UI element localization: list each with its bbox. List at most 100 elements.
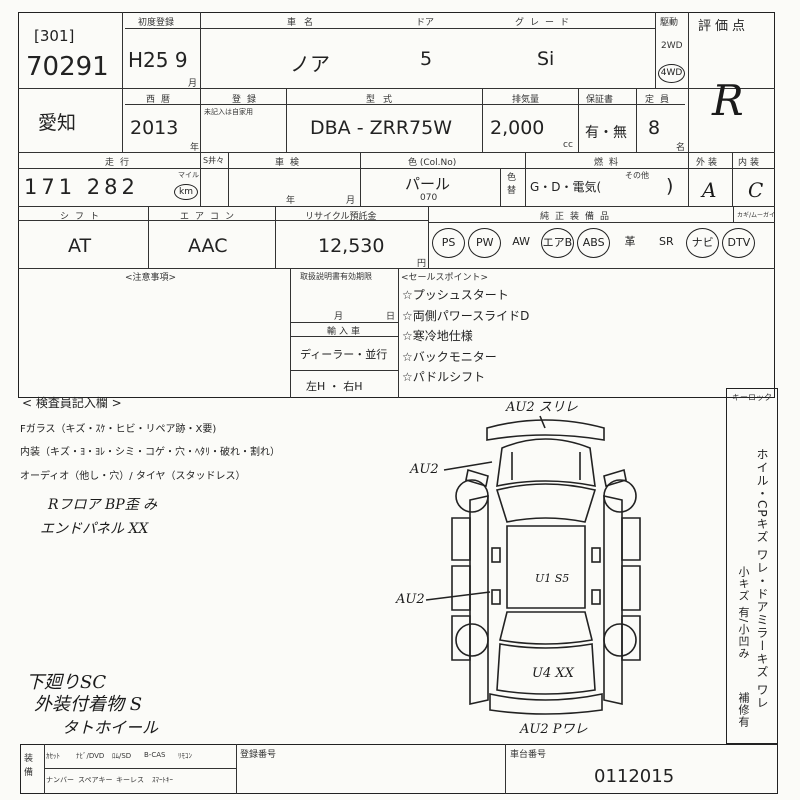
manual-month: 月 xyxy=(334,312,344,322)
header-table xyxy=(18,12,775,398)
interior-grade: C xyxy=(748,178,764,202)
sales-point-2: ☆寒冷地仕様 xyxy=(402,329,473,343)
bottom-equip-a-0: ｶｾｯﾄ xyxy=(46,752,60,760)
mileage-value: 171 282 xyxy=(24,175,139,199)
displacement-label: 排気量 xyxy=(512,95,540,105)
damage-annotation-1: AU2 スリレ xyxy=(506,400,578,415)
handwritten-note-1: Rフロア BP歪 み xyxy=(48,497,158,513)
sales-point-3: ☆バックモニター xyxy=(402,349,497,364)
bottom-equip-a-4: ﾘﾓｺﾝ xyxy=(178,752,192,760)
warranty-value: 有・無 xyxy=(585,125,627,141)
sales-point-1: ☆両側パワースライドD xyxy=(402,308,530,323)
score-value: R xyxy=(712,76,744,125)
reg-no-label: 登録番号 xyxy=(240,750,277,760)
damage-annotation-3: AU2 xyxy=(396,592,425,607)
recolor-label: 色替 xyxy=(507,173,517,196)
mileage-label: 走行 xyxy=(105,158,136,168)
color-label: 色 (Col.No) xyxy=(408,158,457,168)
first-reg-month: 月 xyxy=(188,79,198,89)
audio-line: オーディオ（他し・穴）/ タイヤ（スタッドレス） xyxy=(20,471,246,482)
sales-point-0: ☆プッシュスタート xyxy=(402,288,509,302)
year-suffix: 年 xyxy=(190,143,200,153)
equipment-option-8: DTV xyxy=(722,228,756,258)
lot-number: 70291 xyxy=(26,52,109,82)
capacity-label: 定員 xyxy=(645,95,676,105)
equipment-option-6: SR xyxy=(658,235,674,248)
bottom-equip-a-2: ﾛﾑ/SD xyxy=(112,752,132,760)
shift-label: シフト xyxy=(60,212,106,222)
legend-column xyxy=(726,388,778,744)
grade-value: Si xyxy=(537,48,555,70)
legend-vertical-2: 小キズ 有/小凹み xyxy=(737,566,750,660)
model-name-label: 車名 xyxy=(287,18,322,28)
legend-vertical-1: ホイル・CPキズ ワレ・ドアミラーキズ ワレ xyxy=(755,448,769,710)
drive-4wd: 4WD xyxy=(660,68,683,78)
legend-vertical-3: 補修有 xyxy=(737,692,750,728)
aircon-label: エアコン xyxy=(180,212,241,222)
keyless-label: カギ/ムーガイ xyxy=(737,212,776,219)
inspection-year-unit: 年 xyxy=(286,196,296,206)
exterior-label: 外装 xyxy=(696,158,721,168)
first-reg-label: 初度登録 xyxy=(138,18,175,28)
equipment-option-0: PS xyxy=(432,228,465,258)
fuel-label: 燃料 xyxy=(594,158,625,168)
equipment-option-1: PW xyxy=(468,228,502,258)
drive-2wd: 2WD xyxy=(661,41,683,51)
handwritten-note-4: 外装付着物 S xyxy=(34,694,143,715)
lot-no-label: [301] xyxy=(34,27,75,45)
inspection-label: 車検 xyxy=(275,158,306,168)
doors-label: ドア xyxy=(416,18,435,28)
inspector-title: < 検査員記入欄 > xyxy=(22,396,122,410)
grade-label: グレード xyxy=(515,18,576,28)
keyloc-label: キーロック xyxy=(732,393,772,402)
chassis-label: 車台番号 xyxy=(510,750,547,760)
fuel-options: G・D・電気( xyxy=(530,180,602,194)
bottom-equip-b-1: スペアキー xyxy=(78,776,113,784)
recycle-label: リサイクル預託金 xyxy=(305,212,377,222)
owner-manual-label: 取扱説明書有効期限 xyxy=(300,272,372,281)
damage-annotation-4: U1 S5 xyxy=(535,572,570,585)
yen-unit: 円 xyxy=(417,259,427,269)
drive-label: 駆動 xyxy=(660,18,679,28)
caution-label: <注意事項> xyxy=(125,273,177,283)
color-value: パール xyxy=(405,175,451,193)
shift-value: AT xyxy=(68,235,92,257)
equipment-option-5: 革 xyxy=(624,235,636,248)
cc-unit: cc xyxy=(563,140,573,150)
year-label: 西暦 xyxy=(146,95,177,105)
inspection-month-unit: 月 xyxy=(346,196,356,206)
damage-annotation-6: AU2 Pワレ xyxy=(520,722,588,737)
equipment-option-3: エアB xyxy=(540,228,574,258)
mile-label: マイル xyxy=(178,171,199,179)
displacement-value: 2,000 xyxy=(490,117,545,139)
chassis-number: 0112015 xyxy=(594,766,675,787)
equipment-option-4: ABS xyxy=(577,228,611,258)
meter-label: S井々 xyxy=(203,156,225,165)
damage-annotation-2: AU2 xyxy=(410,462,439,477)
recycle-value: 12,530 xyxy=(318,235,385,257)
capacity-value: 8 xyxy=(648,117,661,139)
interior-label: 内装 xyxy=(738,158,763,168)
km-circled: km xyxy=(174,184,198,200)
bottom-equip-a-3: B-CAS xyxy=(144,751,166,759)
bottom-equip-b-0: ナンバー xyxy=(46,776,74,784)
steering-option: 左H ・ 右H xyxy=(306,380,363,393)
sales-point-4: ☆パドルシフト xyxy=(402,370,486,384)
type-label: 型式 xyxy=(366,95,401,105)
handwritten-note-3: 下廻りSC xyxy=(26,672,107,693)
year-value: 2013 xyxy=(130,117,179,139)
region: 愛知 xyxy=(38,112,77,134)
first-reg-value: H25 9 xyxy=(128,48,188,72)
color-no: 070 xyxy=(420,193,438,203)
import-label: 輸入車 xyxy=(327,327,364,337)
fuel-other: その他 xyxy=(625,171,649,180)
exterior-grade: A xyxy=(702,178,717,202)
capacity-suffix: 名 xyxy=(676,143,686,153)
warranty-label: 保証書 xyxy=(586,95,614,105)
km-unit: km xyxy=(179,187,193,197)
interior-line: 内装（キズ・ﾖ・ﾖﾚ・シミ・コゲ・穴・ﾍﾀﾘ・破れ・割れ） xyxy=(20,447,280,458)
doors-value: 5 xyxy=(420,48,433,70)
equip-label: 装備 xyxy=(24,754,34,778)
bottom-equip-a-1: ﾅﾋﾞ/DVD xyxy=(76,752,105,760)
